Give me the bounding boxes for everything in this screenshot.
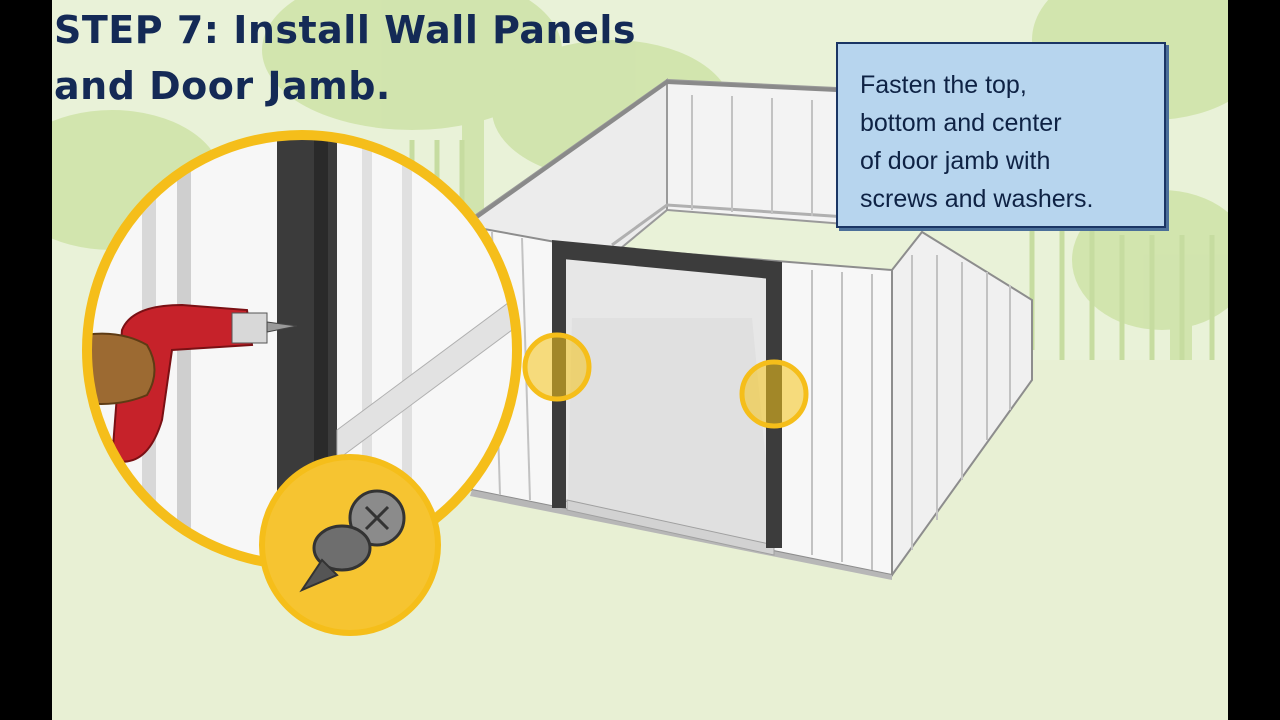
instruction-callout: Fasten the top, bottom and center of doo… bbox=[836, 42, 1166, 228]
callout-line: bottom and center bbox=[860, 109, 1062, 137]
step-title-line-2: and Door Jamb. bbox=[54, 64, 391, 108]
screw-washer-detail bbox=[259, 454, 441, 636]
step-title: STEP 7: Install Wall Panels and Door Jam… bbox=[54, 2, 636, 114]
fastening-point-marker bbox=[522, 332, 592, 402]
screw-washer-icon bbox=[299, 489, 406, 593]
instruction-slide: STEP 7: Install Wall Panels and Door Jam… bbox=[52, 0, 1228, 720]
callout-line: screws and washers. bbox=[860, 185, 1094, 213]
drill-icon bbox=[87, 303, 298, 463]
step-title-line-1: STEP 7: Install Wall Panels bbox=[54, 8, 637, 52]
callout-line: of door jamb with bbox=[860, 147, 1051, 175]
fastening-point-marker bbox=[739, 359, 809, 429]
shed-assembly-illustration bbox=[52, 0, 1228, 720]
detail-magnifier bbox=[82, 130, 522, 570]
callout-line: Fasten the top, bbox=[860, 71, 1027, 99]
